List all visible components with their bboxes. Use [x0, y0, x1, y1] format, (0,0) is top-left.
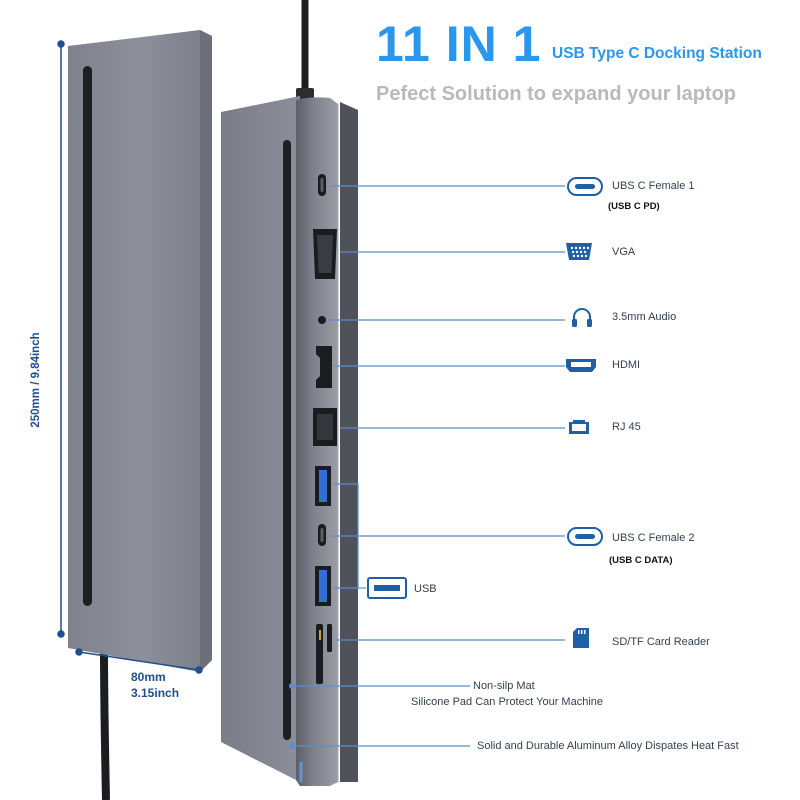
sd-card-icon: [573, 628, 589, 648]
port-label-usb-c-2: UBS C Female 2: [612, 532, 695, 544]
port-hdmi: [316, 346, 332, 388]
headphones-icon: [572, 308, 592, 327]
mat-title: Non-silp Mat: [473, 680, 535, 692]
port-label-usb-a: USB: [414, 583, 437, 595]
port-usb-a-1: [315, 466, 331, 506]
usb-c-icon: [567, 177, 603, 196]
alloy-description: Solid and Durable Aluminum Alloy Dispate…: [477, 740, 739, 752]
dimension-width-line: [75, 648, 203, 674]
main-title: 11 IN 1: [376, 16, 542, 72]
usb-a-icon: [367, 577, 407, 599]
port-usb-c-1: [318, 174, 326, 196]
port-sublabel-usb-c-2: (USB C DATA): [609, 555, 673, 566]
back-slot: [83, 66, 92, 606]
port-usb-a-2: [315, 566, 331, 606]
callout-lines: [292, 185, 565, 747]
vga-icon: [566, 243, 592, 260]
port-rj45: [313, 408, 337, 446]
dimension-width-label: 80mm 3.15inch: [131, 669, 179, 701]
dimension-length-line: [57, 40, 65, 638]
usb-c-icon-2: [567, 527, 603, 546]
dimension-length-label: 250mm / 9.84inch: [30, 332, 42, 428]
dimension-width-mm: 80mm: [131, 670, 166, 684]
port-label-vga: VGA: [612, 246, 636, 258]
port-label-rj45: RJ 45: [612, 421, 641, 433]
port-sublabel-usb-c-1: (USB C PD): [608, 201, 660, 212]
mat-description: Silicone Pad Can Protect Your Machine: [411, 696, 604, 708]
rj45-icon: [569, 420, 589, 434]
back-cable: [100, 647, 110, 800]
port-label-sd-card: SD/TF Card Reader: [612, 636, 710, 648]
subtitle: Pefect Solution to expand your laptop: [376, 83, 737, 105]
back-dock-unit: [68, 30, 212, 672]
dimension-width-in: 3.15inch: [131, 686, 180, 700]
port-label-usb-c-1: UBS C Female 1: [612, 180, 695, 192]
front-dock-unit: [221, 96, 358, 787]
hdmi-icon: [566, 359, 596, 372]
port-usb-c-2: [318, 524, 326, 546]
product-title: USB Type C Docking Station: [552, 45, 762, 62]
port-audio: [318, 316, 326, 324]
port-label-hdmi: HDMI: [612, 359, 641, 371]
port-label-audio: 3.5mm Audio: [612, 311, 677, 323]
port-vga: [313, 229, 337, 279]
port-sd-card: [316, 624, 332, 684]
front-slot: [283, 140, 291, 740]
